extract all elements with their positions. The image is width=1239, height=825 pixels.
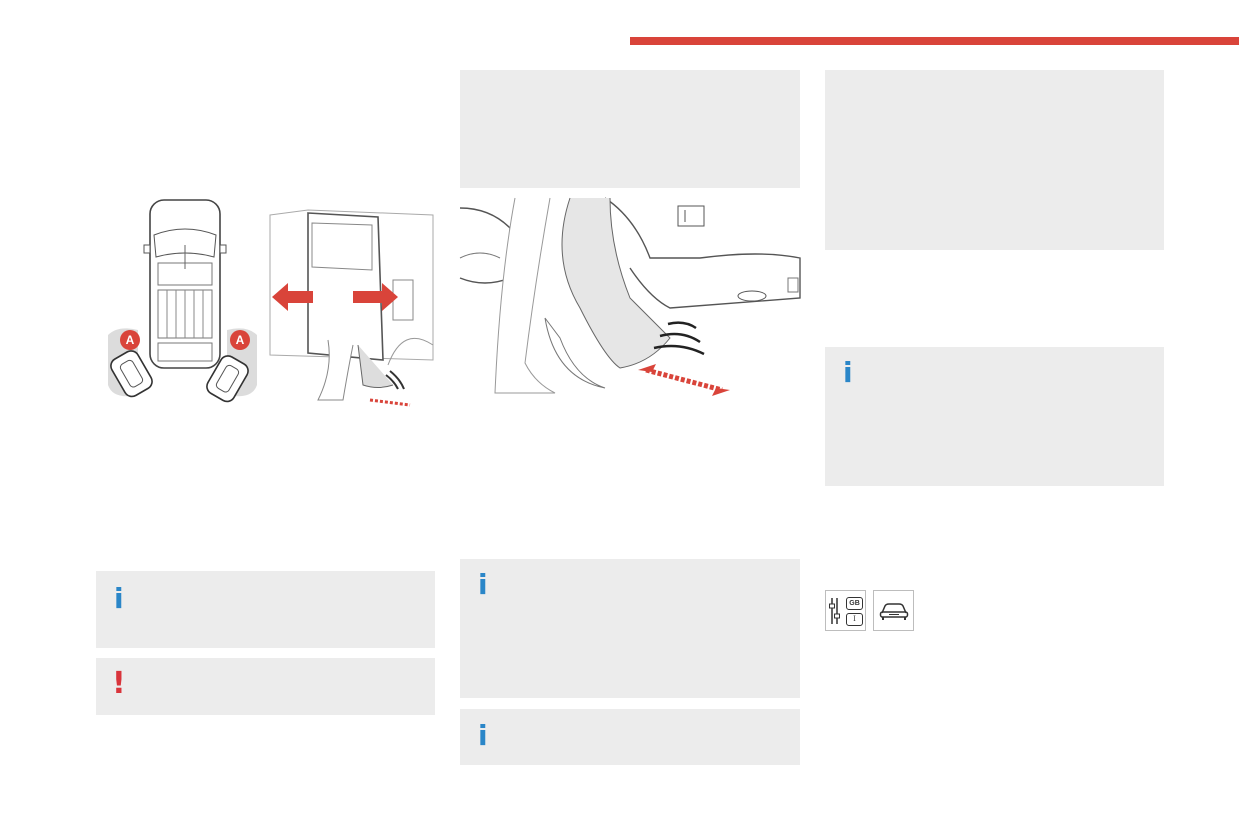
label-a-left-marker: A (120, 330, 140, 350)
info-note-mid-2: i (460, 709, 800, 765)
info-note-right: i (825, 347, 1164, 486)
sliders-icon (829, 598, 840, 624)
label-a-right-marker: A (230, 330, 250, 350)
rear-bumper-foot-gesture-illustration (459, 197, 801, 398)
settings-menu-pictogram: GB I (825, 590, 866, 631)
vehicle-menu-pictogram (873, 590, 914, 631)
warning-note-left: ! (96, 658, 435, 715)
info-icon: i (843, 356, 853, 389)
info-icon: i (114, 582, 124, 615)
van-top-view-illustration (108, 199, 257, 403)
text-panel-mid-top (460, 70, 800, 188)
info-note-left: i (96, 571, 435, 648)
text-panel-right-top (825, 70, 1164, 250)
warning-icon: ! (112, 666, 126, 701)
language-badge-top: GB (846, 597, 863, 610)
info-icon: i (478, 719, 488, 752)
header-accent-bar (630, 37, 1239, 45)
info-icon: i (478, 568, 488, 601)
info-note-mid-1: i (460, 559, 800, 698)
car-icon (879, 603, 909, 620)
sliding-door-foot-gesture-illustration (269, 209, 434, 407)
language-badge-bottom: I (846, 613, 863, 626)
